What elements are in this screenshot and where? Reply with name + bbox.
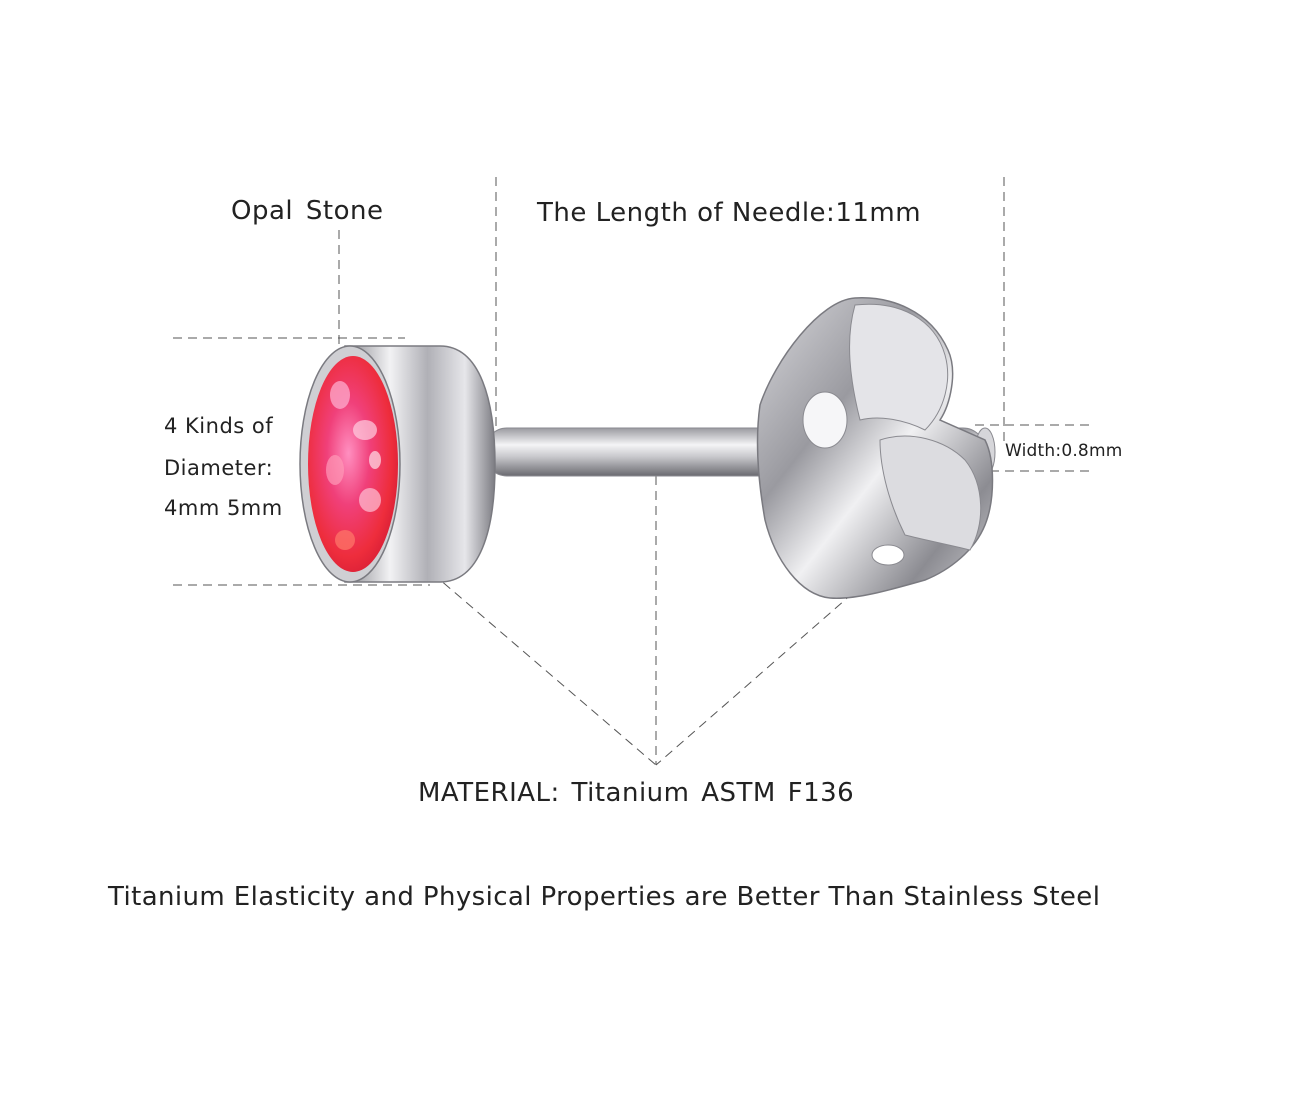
material-right-line bbox=[655, 592, 854, 766]
opal-speckles bbox=[326, 381, 381, 550]
diameter-label-line2: Diameter: bbox=[164, 456, 274, 480]
material-left-line bbox=[431, 572, 657, 766]
diameter-label-line3: 4mm 5mm bbox=[164, 496, 283, 520]
earring-back bbox=[756, 297, 994, 600]
footer-caption: Titanium Elasticity and Physical Propert… bbox=[108, 882, 1101, 912]
guide-lines bbox=[173, 177, 1090, 766]
width-label: Width:0.8mm bbox=[1005, 441, 1123, 461]
stone-setting bbox=[299, 345, 496, 583]
opal-stone bbox=[308, 356, 398, 572]
material-label: MATERIAL: Titanium ASTM F136 bbox=[418, 778, 855, 808]
opal-stone-label: Opal Stone bbox=[231, 196, 384, 226]
needle-length-label: The Length of Needle:11mm bbox=[537, 198, 922, 228]
diameter-label-line1: 4 Kinds of bbox=[164, 414, 274, 438]
